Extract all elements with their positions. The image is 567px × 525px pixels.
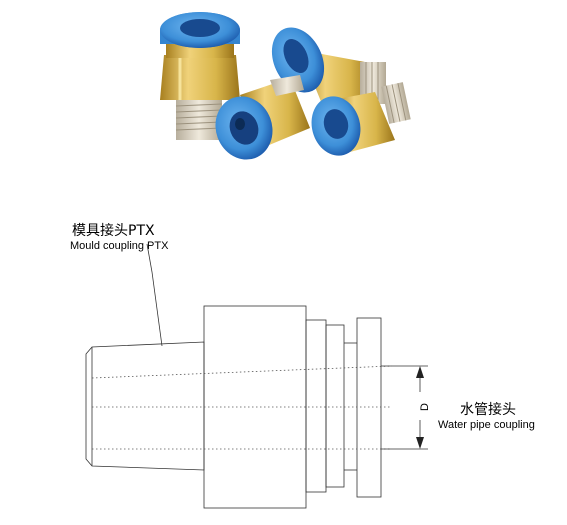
threaded-end	[85, 341, 205, 471]
step-1	[305, 319, 327, 493]
label-water-pipe-cn: 水管接头	[460, 401, 516, 418]
fitting-lying-front	[215, 75, 310, 160]
label-mould-coupling-cn: 模具接头PTX	[72, 222, 155, 239]
dimension-arrow-top	[416, 366, 424, 378]
fittings-photo	[160, 12, 411, 160]
fitting-lying-middle	[271, 27, 386, 108]
label-mould-coupling-en: Mould coupling PTX	[70, 240, 169, 252]
fitting-upright	[160, 12, 240, 140]
step-2	[325, 324, 345, 488]
dimension-d-label: D	[419, 403, 431, 411]
label-water-pipe-en: Water pipe coupling	[438, 419, 535, 431]
main-body	[203, 305, 307, 509]
fitting-lying-right	[311, 82, 411, 156]
dimension-arrow-bottom	[416, 437, 424, 449]
technical-drawing	[85, 243, 428, 509]
leader-line	[146, 243, 163, 347]
bore-top-line	[91, 365, 393, 379]
flange	[356, 317, 382, 498]
